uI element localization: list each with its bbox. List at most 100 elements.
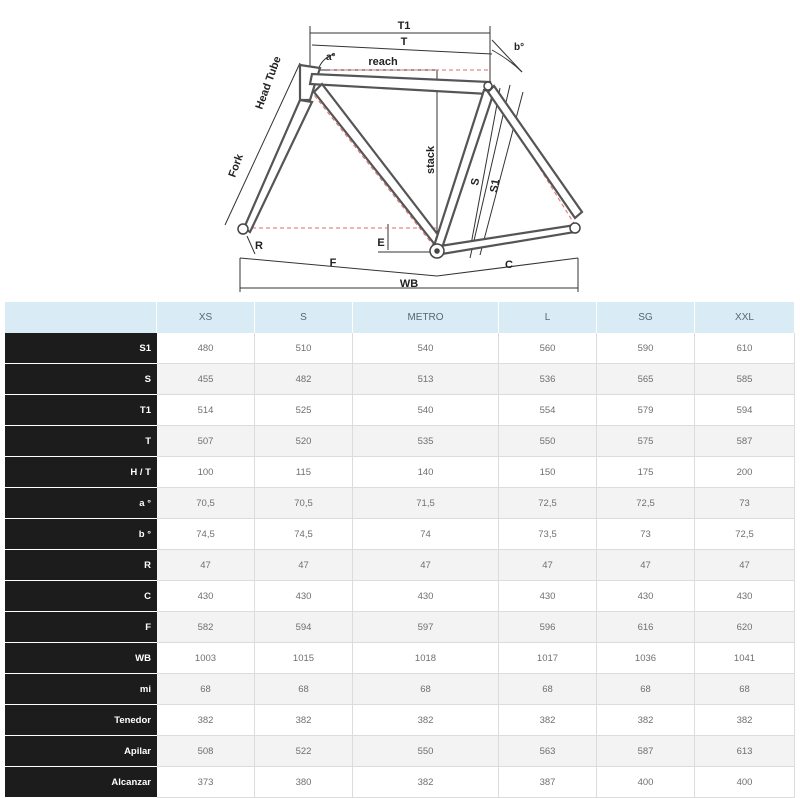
label-wb: WB <box>400 278 418 290</box>
label-head-tube: Head Tube <box>254 55 284 111</box>
table-cell: 200 <box>695 457 795 488</box>
table-cell: 47 <box>597 550 695 581</box>
table-cell: 510 <box>255 333 353 364</box>
table-cell: 508 <box>157 736 255 767</box>
column-header: SG <box>597 302 695 333</box>
label-f: F <box>330 257 337 269</box>
table-header: XS S METRO L SG XXL <box>5 302 795 333</box>
row-label: T <box>5 426 157 457</box>
table-cell: 597 <box>353 612 499 643</box>
row-label: S <box>5 364 157 395</box>
table-cell: 582 <box>157 612 255 643</box>
table-cell: 47 <box>695 550 795 581</box>
table-cell: 520 <box>255 426 353 457</box>
table-cell: 72,5 <box>695 519 795 550</box>
table-cell: 596 <box>499 612 597 643</box>
table-cell: 47 <box>255 550 353 581</box>
table-cell: 565 <box>597 364 695 395</box>
table-cell: 613 <box>695 736 795 767</box>
table-cell: 1018 <box>353 643 499 674</box>
table-cell: 382 <box>255 705 353 736</box>
table-cell: 387 <box>499 767 597 798</box>
table-cell: 522 <box>255 736 353 767</box>
table-cell: 430 <box>695 581 795 612</box>
table-cell: 594 <box>255 612 353 643</box>
row-label: Tenedor <box>5 705 157 736</box>
table-cell: 430 <box>597 581 695 612</box>
table-cell: 68 <box>695 674 795 705</box>
table-cell: 140 <box>353 457 499 488</box>
table-cell: 68 <box>597 674 695 705</box>
table-cell: 1015 <box>255 643 353 674</box>
table-cell: 70,5 <box>255 488 353 519</box>
table-cell: 514 <box>157 395 255 426</box>
table-cell: 430 <box>499 581 597 612</box>
table-cell: 400 <box>597 767 695 798</box>
header-row: XS S METRO L SG XXL <box>5 302 795 333</box>
column-header: S <box>255 302 353 333</box>
table-cell: 68 <box>353 674 499 705</box>
table-cell: 68 <box>255 674 353 705</box>
table-cell: 74,5 <box>255 519 353 550</box>
label-t1: T1 <box>398 20 411 32</box>
table-cell: 563 <box>499 736 597 767</box>
frame-geometry-diagram: T1 T reach a° b° Head Tube Fork stack S … <box>224 20 584 292</box>
table-cell: 430 <box>255 581 353 612</box>
table-cell: 540 <box>353 333 499 364</box>
label-stack: stack <box>425 145 437 174</box>
table-cell: 482 <box>255 364 353 395</box>
table-cell: 594 <box>695 395 795 426</box>
table-cell: 72,5 <box>499 488 597 519</box>
table-cell: 382 <box>499 705 597 736</box>
table-cell: 70,5 <box>157 488 255 519</box>
table-cell: 47 <box>499 550 597 581</box>
table-cell: 74,5 <box>157 519 255 550</box>
row-label: H / T <box>5 457 157 488</box>
table-cell: 540 <box>353 395 499 426</box>
table-cell: 373 <box>157 767 255 798</box>
table-cell: 610 <box>695 333 795 364</box>
header-corner <box>5 302 157 333</box>
table-cell: 150 <box>499 457 597 488</box>
table-cell: 73 <box>695 488 795 519</box>
table-cell: 71,5 <box>353 488 499 519</box>
column-header: XXL <box>695 302 795 333</box>
table-cell: 382 <box>157 705 255 736</box>
table-cell: 507 <box>157 426 255 457</box>
label-s: S <box>469 177 482 186</box>
table-cell: 550 <box>499 426 597 457</box>
label-fork: Fork <box>227 152 247 179</box>
table-cell: 380 <box>255 767 353 798</box>
table-cell: 73,5 <box>499 519 597 550</box>
table-cell: 68 <box>499 674 597 705</box>
table-cell: 513 <box>353 364 499 395</box>
table-cell: 575 <box>597 426 695 457</box>
table-cell: 585 <box>695 364 795 395</box>
table-cell: 587 <box>597 736 695 767</box>
table-cell: 100 <box>157 457 255 488</box>
table-cell: 480 <box>157 333 255 364</box>
table-cell: 1017 <box>499 643 597 674</box>
table-cell: 590 <box>597 333 695 364</box>
label-angle-b: b° <box>514 42 524 53</box>
table-cell: 560 <box>499 333 597 364</box>
table-cell: 175 <box>597 457 695 488</box>
table-cell: 455 <box>157 364 255 395</box>
row-label: R <box>5 550 157 581</box>
row-label: F <box>5 612 157 643</box>
table-cell: 115 <box>255 457 353 488</box>
column-header: XS <box>157 302 255 333</box>
table-cell: 1003 <box>157 643 255 674</box>
